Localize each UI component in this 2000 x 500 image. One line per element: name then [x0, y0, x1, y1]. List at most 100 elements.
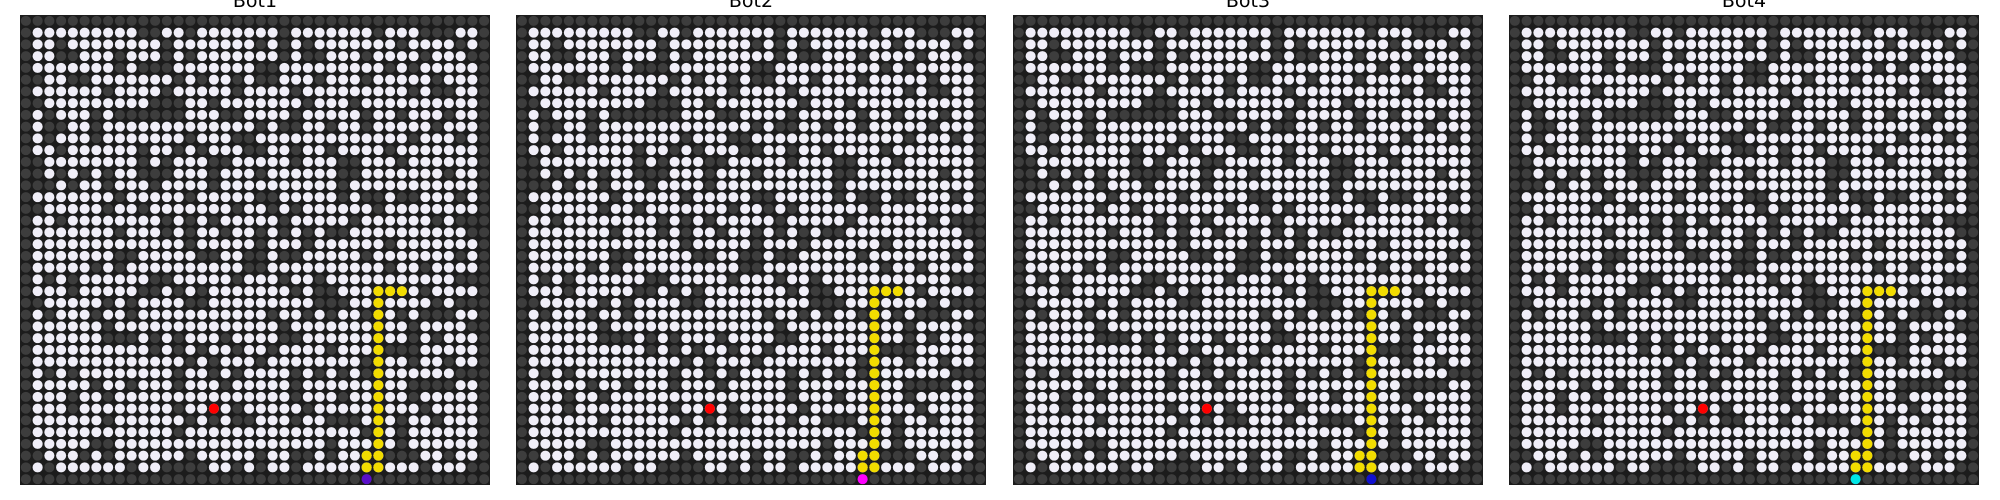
wall-cell [669, 344, 680, 355]
open-cell [1413, 438, 1424, 449]
open-cell [44, 321, 55, 332]
open-cell [857, 98, 868, 109]
open-cell [1190, 62, 1201, 73]
open-cell [1272, 262, 1283, 273]
open-cell [834, 427, 845, 438]
open-cell [716, 215, 727, 226]
wall-cell [1060, 274, 1071, 285]
wall-cell [185, 415, 196, 426]
open-cell [1448, 262, 1459, 273]
wall-cell [91, 309, 102, 320]
open-cell [1284, 356, 1295, 367]
open-cell [575, 98, 586, 109]
open-cell [845, 380, 856, 391]
open-cell [67, 27, 78, 38]
wall-cell [20, 133, 31, 144]
open-cell [1354, 403, 1365, 414]
open-cell [963, 415, 974, 426]
open-cell [91, 333, 102, 344]
wall-cell [928, 297, 939, 308]
open-cell [197, 450, 208, 461]
wall-cell [822, 15, 833, 26]
open-cell [1460, 98, 1471, 109]
open-cell [1603, 39, 1614, 50]
wall-cell [138, 62, 149, 73]
open-cell [787, 403, 798, 414]
open-cell [540, 286, 551, 297]
open-cell [657, 74, 668, 85]
wall-cell [1096, 438, 1107, 449]
open-cell [1401, 109, 1412, 120]
open-cell [255, 156, 266, 167]
wall-cell [455, 250, 466, 261]
open-cell [669, 274, 680, 285]
open-cell [669, 51, 680, 62]
wall-cell [396, 15, 407, 26]
open-cell [1378, 415, 1389, 426]
open-cell [1295, 333, 1306, 344]
open-cell [1131, 239, 1142, 250]
open-cell [775, 98, 786, 109]
wall-cell [302, 15, 313, 26]
open-cell [1319, 98, 1330, 109]
open-cell [1037, 27, 1048, 38]
open-cell [693, 274, 704, 285]
open-cell [1425, 109, 1436, 120]
open-cell [1131, 309, 1142, 320]
wall-cell [314, 15, 325, 26]
open-cell [575, 309, 586, 320]
open-cell [291, 62, 302, 73]
open-cell [939, 427, 950, 438]
wall-cell [634, 474, 645, 485]
wall-cell [528, 474, 539, 485]
path-cell [1354, 450, 1365, 461]
open-cell [443, 333, 454, 344]
wall-cell [622, 380, 633, 391]
wall-cell [1389, 427, 1400, 438]
open-cell [1213, 297, 1224, 308]
open-cell [763, 403, 774, 414]
open-cell [1413, 156, 1424, 167]
open-cell [810, 333, 821, 344]
open-cell [44, 356, 55, 367]
open-cell [1284, 192, 1295, 203]
wall-cell [516, 380, 527, 391]
open-cell [1460, 145, 1471, 156]
wall-cell [552, 15, 563, 26]
open-cell [622, 203, 633, 214]
wall-cell [443, 474, 454, 485]
wall-cell [44, 133, 55, 144]
wall-cell [516, 286, 527, 297]
open-cell [396, 86, 407, 97]
open-cell [1413, 168, 1424, 179]
wall-cell [1013, 297, 1024, 308]
open-cell [1166, 321, 1177, 332]
open-cell [822, 203, 833, 214]
open-cell [279, 145, 290, 156]
open-cell [396, 250, 407, 261]
open-cell [1378, 227, 1389, 238]
open-cell [1213, 180, 1224, 191]
wall-cell [575, 474, 586, 485]
open-cell [1272, 450, 1283, 461]
open-cell [1072, 391, 1083, 402]
open-cell [1295, 415, 1306, 426]
open-cell [1389, 27, 1400, 38]
wall-cell [599, 415, 610, 426]
open-cell [657, 344, 668, 355]
wall-cell [1378, 15, 1389, 26]
wall-cell [1060, 51, 1071, 62]
open-cell [775, 86, 786, 97]
wall-cell [634, 145, 645, 156]
wall-cell [420, 403, 431, 414]
wall-cell [693, 474, 704, 485]
open-cell [56, 415, 67, 426]
wall-cell [1284, 109, 1295, 120]
wall-cell [975, 27, 986, 38]
open-cell [91, 356, 102, 367]
open-cell [314, 391, 325, 402]
open-cell [963, 86, 974, 97]
open-cell [79, 86, 90, 97]
open-cell [455, 145, 466, 156]
wall-cell [822, 415, 833, 426]
